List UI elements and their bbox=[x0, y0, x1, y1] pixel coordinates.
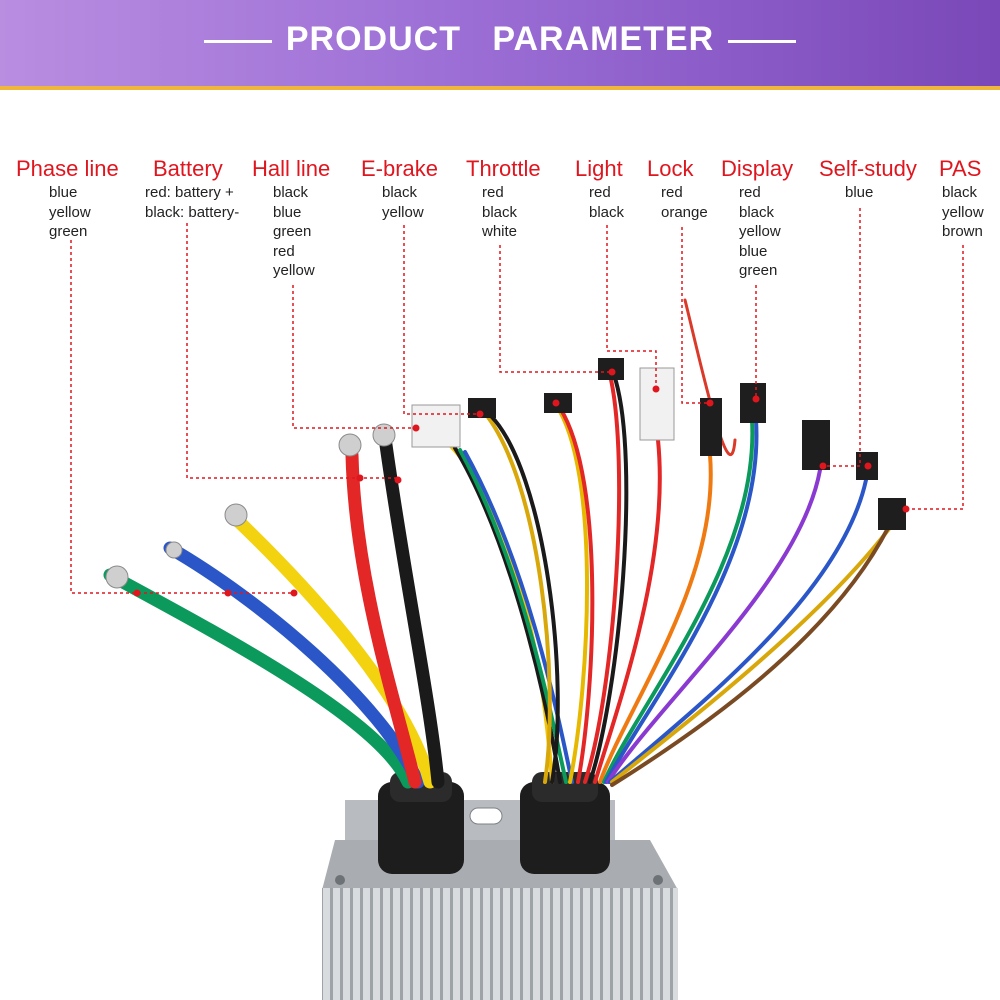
header-accent-line bbox=[0, 86, 1000, 90]
wire-color: blue bbox=[273, 203, 302, 221]
title-right: PARAMETER bbox=[492, 20, 715, 58]
label-hall-line: Hall line bbox=[252, 156, 331, 181]
label-self-study: Self-study bbox=[819, 156, 917, 181]
wire-color: red bbox=[482, 184, 504, 201]
wires-throttle: red black white bbox=[482, 183, 517, 242]
wire-color: blue bbox=[739, 242, 768, 260]
lug-terminals bbox=[105, 423, 396, 589]
wire-color: yellow bbox=[49, 203, 91, 221]
label-e-brake: E-brake bbox=[361, 156, 439, 181]
leader-light bbox=[606, 225, 657, 387]
wires-e-brake: black yellow bbox=[382, 183, 424, 222]
power-wires bbox=[103, 438, 445, 789]
wire-color: yellow bbox=[273, 262, 315, 279]
wire-color: green bbox=[273, 223, 312, 240]
wire-color: black bbox=[942, 184, 978, 201]
wires-self-study: blue bbox=[845, 183, 873, 203]
wires-battery: red: battery + black: battery- bbox=[145, 183, 239, 222]
signal-wires bbox=[448, 298, 894, 787]
ebrake-connector bbox=[468, 398, 496, 418]
wires-display: red black yellow blue green bbox=[739, 183, 781, 281]
title-dash-right bbox=[728, 39, 797, 43]
display-connector-b bbox=[740, 383, 766, 423]
wire-color: red bbox=[661, 184, 683, 201]
wire-color: red: battery + bbox=[145, 184, 234, 201]
leader-lock bbox=[681, 227, 710, 404]
wire-color: yellow bbox=[942, 203, 984, 221]
wire-color: green bbox=[739, 262, 778, 279]
phase-wire-green bbox=[103, 568, 415, 789]
wire-color: red bbox=[739, 184, 761, 201]
pas-connector bbox=[878, 498, 906, 530]
wire-color: yellow bbox=[382, 203, 424, 221]
label-battery: Battery bbox=[153, 156, 223, 181]
battery-wire-black bbox=[379, 438, 445, 789]
selfstudy-connector-a bbox=[802, 420, 830, 470]
controller-top bbox=[322, 840, 678, 890]
leader-battery bbox=[186, 223, 400, 479]
wire-color: orange bbox=[661, 203, 708, 221]
wire-color: black bbox=[382, 184, 418, 201]
wire-color: blue bbox=[49, 184, 78, 201]
leader-lines bbox=[70, 208, 964, 594]
wire-color: black bbox=[589, 203, 625, 221]
wire-color: blue bbox=[845, 184, 874, 201]
wire-color: black bbox=[739, 203, 775, 221]
wire-color: brown bbox=[942, 223, 983, 240]
phase-wire-yellow bbox=[225, 508, 437, 789]
phase-wire-blue bbox=[163, 541, 425, 789]
heatsink-fins bbox=[322, 888, 678, 1000]
wire-color: white bbox=[482, 223, 518, 240]
wire-color: yellow bbox=[739, 223, 781, 240]
wires-lock: red orange bbox=[661, 183, 708, 222]
wire-color: black bbox=[273, 184, 309, 201]
label-light: Light bbox=[575, 156, 623, 181]
screw-icon bbox=[335, 875, 345, 885]
battery-wire-red bbox=[345, 448, 422, 789]
wires-light: red black bbox=[589, 183, 624, 222]
leader-throttle bbox=[499, 245, 612, 373]
display-connector-a bbox=[700, 398, 722, 456]
label-pas: PAS bbox=[939, 156, 982, 181]
wires-hall-line: black blue green red yellow bbox=[273, 183, 315, 281]
lock-connector bbox=[639, 367, 675, 441]
connectors bbox=[411, 358, 906, 530]
title-left: PRODUCT bbox=[285, 20, 461, 58]
wire-color: red bbox=[589, 184, 611, 201]
leader-hall-line bbox=[292, 285, 416, 429]
mount-slot bbox=[469, 807, 503, 825]
header-banner bbox=[0, 0, 1000, 86]
page-title: PRODUCT PARAMETER bbox=[0, 20, 1000, 59]
wires-phase-line: blue yellow green bbox=[49, 183, 91, 242]
label-display: Display bbox=[721, 156, 794, 181]
label-phase-line: Phase line bbox=[16, 156, 119, 181]
wire-color: black: battery- bbox=[145, 203, 240, 221]
leader-dots bbox=[133, 368, 910, 597]
wire-color: green bbox=[49, 223, 88, 240]
label-lock: Lock bbox=[647, 156, 694, 181]
cable-gland-right bbox=[520, 772, 610, 874]
wire-color: black bbox=[482, 203, 518, 221]
wire-color: red bbox=[273, 242, 295, 260]
leader-pas bbox=[906, 245, 964, 510]
title-dash-left bbox=[203, 39, 272, 43]
controller-box bbox=[322, 772, 678, 1000]
label-throttle: Throttle bbox=[466, 156, 541, 181]
hall-connector bbox=[411, 404, 461, 448]
leader-e-brake bbox=[403, 225, 480, 415]
screw-icon bbox=[653, 875, 663, 885]
leader-self-study bbox=[823, 208, 861, 467]
wires-pas: black yellow brown bbox=[942, 183, 984, 242]
